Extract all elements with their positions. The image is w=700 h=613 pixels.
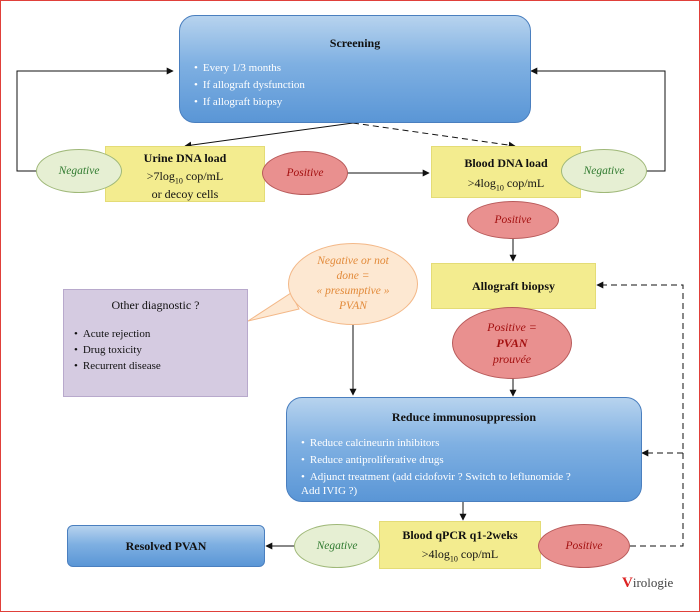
reduce-immunosuppression-box: Reduce immunosuppression Reduce calcineu… (286, 397, 642, 502)
logo-text: irologie (632, 575, 674, 590)
qpcr-threshold-post: cop/mL (457, 547, 499, 561)
screening-box: Screening Every 1/3 months If allograft … (179, 15, 531, 123)
blood-title: Blood DNA load (464, 156, 548, 170)
negative-oval-right: Negative (561, 149, 647, 193)
reduce-list: Reduce calcineurin inhibitors Reduce ant… (301, 437, 571, 502)
blood-threshold-post: cop/mL (503, 176, 545, 190)
presumptive-pvan-oval: Negative or not done = « presumptive » P… (288, 243, 418, 325)
other-diagnostic-box: Other diagnostic ? Acute rejection Drug … (63, 289, 248, 397)
other-diagnostic-list: Acute rejection Drug toxicity Recurrent … (74, 328, 161, 376)
urine-dna-box: Urine DNA load >7log10 cop/mL or decoy c… (105, 146, 265, 202)
connector-negative-right-to-screening (530, 67, 666, 172)
qpcr-threshold-sub: 10 (449, 554, 458, 564)
other-diagnostic-item: Drug toxicity (74, 344, 161, 356)
other-diagnostic-item: Acute rejection (74, 328, 161, 340)
connector-screening-to-urine (184, 122, 354, 149)
positive-oval-bottom: Positive (538, 524, 630, 568)
connector-negative-left-to-screening (16, 67, 174, 172)
connector-positive-loop (596, 281, 684, 547)
qpcr-threshold: >4log10 cop/mL (380, 547, 540, 563)
reduce-title: Reduce immunosuppression (391, 410, 537, 424)
resolved-title: Resolved PVAN (125, 538, 207, 553)
urine-title: Urine DNA load (143, 151, 227, 165)
positive-oval-blood: Positive (467, 201, 559, 239)
blood-threshold: >4log10 cop/mL (432, 176, 580, 192)
positive-oval-middle: Positive (262, 151, 348, 195)
blood-qpcr-box: Blood qPCR q1-2weks >4log10 cop/mL (379, 521, 541, 569)
urine-threshold-post: cop/mL (182, 169, 224, 183)
reduce-item: Reduce calcineurin inhibitors (301, 437, 571, 449)
reduce-item: Adjunct treatment (add cidofovir ? Switc… (301, 471, 571, 483)
screening-title: Screening (329, 36, 381, 50)
negative-oval-bottom: Negative (294, 524, 380, 568)
qpcr-title: Blood qPCR q1-2weks (402, 528, 518, 542)
resolved-pvan-box: Resolved PVAN (67, 525, 265, 567)
urine-threshold-pre: >7log (146, 169, 175, 183)
qpcr-threshold-pre: >4log (421, 547, 450, 561)
urine-threshold: >7log10 cop/mL (106, 169, 264, 185)
screening-item: Every 1/3 months (194, 62, 305, 74)
negative-oval-left: Negative (36, 149, 122, 193)
blood-threshold-sub: 10 (495, 183, 504, 193)
proven-text: Positive = PVAN prouvée (487, 319, 537, 367)
urine-threshold-sub: 10 (174, 176, 183, 186)
urine-decoy: or decoy cells (151, 187, 219, 202)
proven-line: prouvée (492, 352, 532, 366)
other-diagnostic-item: Recurrent disease (74, 360, 161, 372)
blood-dna-box: Blood DNA load >4log10 cop/mL (431, 146, 581, 198)
presumptive-line: PVAN (339, 300, 367, 312)
proven-line: PVAN (496, 336, 528, 350)
screening-item: If allograft dysfunction (194, 79, 305, 91)
biopsy-title: Allograft biopsy (471, 278, 555, 293)
connector-screening-to-blood (352, 122, 516, 149)
virologie-logo: Virologie (622, 575, 673, 592)
other-diagnostic-title: Other diagnostic ? (111, 298, 200, 312)
presumptive-text: Negative or not done = « presumptive » P… (316, 254, 389, 314)
presumptive-line: Negative or not (317, 255, 389, 267)
reduce-item-continued: Add IVIG ?) (301, 485, 358, 497)
proven-pvan-oval: Positive = PVAN prouvée (452, 307, 572, 379)
logo-letter: V (622, 575, 633, 591)
reduce-item: Reduce antiproliferative drugs (301, 454, 571, 466)
screening-item: If allograft biopsy (194, 96, 305, 108)
presumptive-line: « presumptive » (316, 285, 390, 297)
blood-threshold-pre: >4log (467, 176, 496, 190)
proven-line: Positive = (487, 320, 537, 334)
screening-list: Every 1/3 months If allograft dysfunctio… (194, 62, 305, 113)
presumptive-line: done = (336, 270, 370, 282)
allograft-biopsy-box: Allograft biopsy (431, 263, 596, 309)
